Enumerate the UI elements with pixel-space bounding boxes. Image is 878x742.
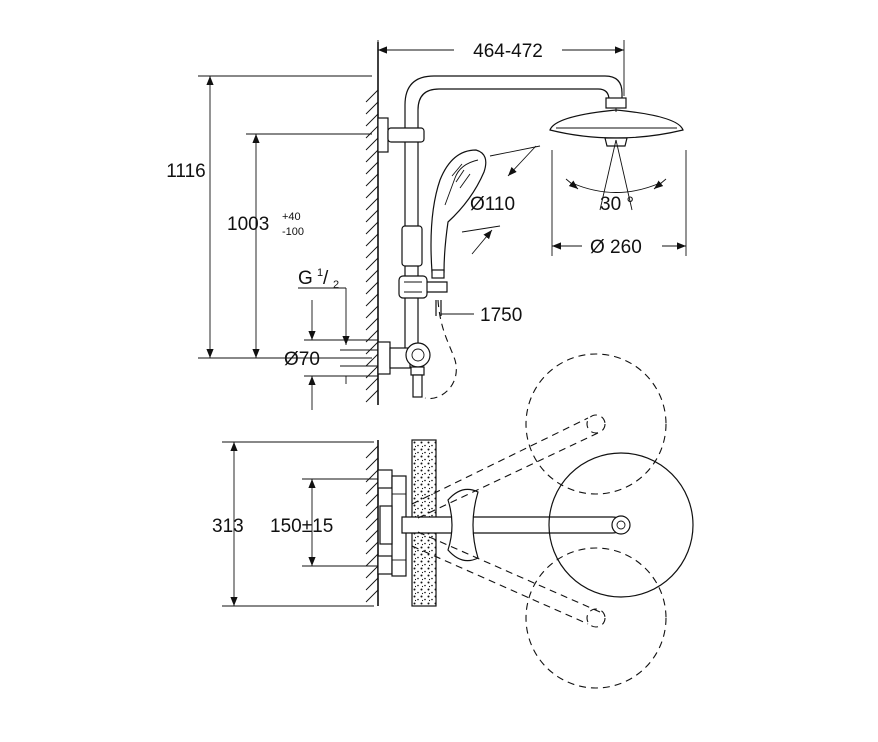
mixer-knob [405, 342, 431, 368]
plan-depth-label: 313 [212, 516, 244, 537]
cold-connector [377, 555, 393, 575]
arm-end [611, 515, 631, 535]
dim-hand-shower: Ø110 [461, 145, 541, 255]
wall-hatching [365, 89, 379, 403]
riser-and-arm [377, 75, 623, 355]
swivel-indicator [447, 488, 479, 562]
plan-arm [401, 515, 631, 535]
dim-slide-height: 1003 +40 -100 [227, 133, 372, 358]
upper-bracket-clamp [387, 127, 425, 143]
slide-height-label: 1003 [227, 214, 269, 235]
arm-length-label: 464-472 [473, 41, 543, 62]
head-connector [605, 97, 627, 109]
hand-shower-collar [431, 269, 445, 279]
dim-flange: Ø70 [284, 300, 378, 410]
thread-numerator: 1 [317, 267, 323, 279]
mixer-valve [377, 341, 431, 398]
plan-mixer [377, 469, 407, 577]
slider-holder [398, 275, 428, 299]
hot-connector [377, 469, 393, 489]
wall-elevation [365, 42, 379, 405]
dim-thread: G 1 / 2 [298, 267, 378, 384]
total-height-label: 1116 [166, 161, 205, 182]
dim-centres: 150±15 [270, 478, 378, 567]
dim-total-height: 1116 [166, 75, 372, 359]
swivel-position-lower [411, 531, 667, 689]
outlet-nut [412, 374, 423, 398]
rail-sleeve [401, 225, 423, 267]
wall-flange [377, 341, 391, 375]
elevation-view: 464-472 1116 1003 +40 -100 G 1 / 2 [166, 40, 687, 410]
thread-g-label: G [298, 268, 313, 289]
thread-denominator: 2 [333, 279, 339, 291]
tilt-angle-indicator [565, 139, 667, 211]
dim-hose: 1750 [441, 305, 522, 326]
shower-hose [424, 299, 457, 400]
hand-shower-diameter-label: Ø110 [470, 194, 515, 215]
head-diameter-label: Ø 260 [590, 237, 642, 258]
dim-arm-length: 464-472 [377, 40, 625, 96]
diverter-outlet [410, 366, 425, 376]
head-plan-circle [548, 452, 694, 598]
upper-wall-bracket [377, 117, 389, 153]
centres-label: 150±15 [270, 516, 333, 537]
svg-text:/: / [323, 268, 329, 289]
hand-shower [430, 149, 487, 279]
flange-diameter-label: Ø70 [284, 349, 320, 370]
overhead-shower-head [549, 97, 684, 147]
hose-length-label: 1750 [480, 305, 522, 326]
dim-plan-depth: 313 [212, 441, 374, 607]
slide-tolerance-minus: -100 [282, 226, 304, 238]
slide-tolerance-plus: +40 [282, 211, 301, 223]
plan-view: 313 150±15 [212, 353, 694, 689]
dim-head: Ø 260 [551, 150, 687, 258]
swivel-position-upper [411, 353, 667, 519]
head-tilt-label: 30 ° [600, 194, 634, 215]
mixer-center-block [379, 505, 393, 545]
